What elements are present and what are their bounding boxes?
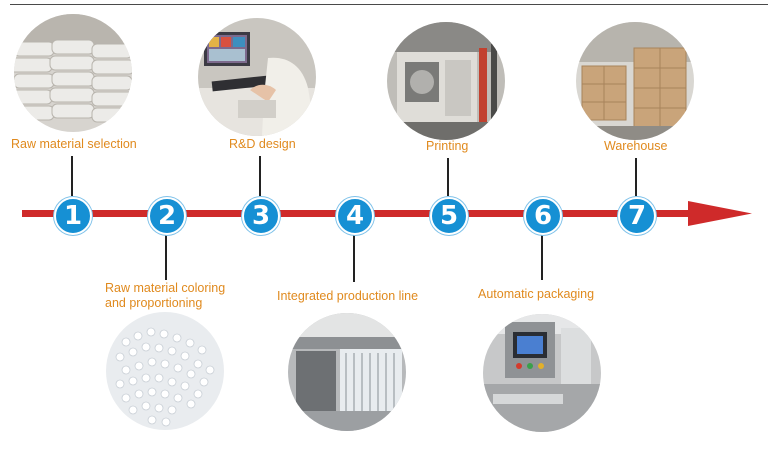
step-6-connector [541,234,543,280]
step-4-label: Integrated production line [277,289,419,303]
step-3-photo [198,18,316,136]
step-3-node: 3 [242,197,280,235]
top-divider [10,4,768,5]
step-1-connector [71,156,73,196]
step-7-label: Warehouse [604,139,668,153]
step-3-label: R&D design [229,137,296,151]
step-5-label: Printing [426,139,469,153]
step-1-label: Raw material selection [11,137,137,151]
step-2-connector [165,234,167,280]
step-7-node: 7 [618,197,656,235]
step-6-photo [483,314,601,432]
step-6-label: Automatic packaging [478,287,595,301]
timeline-arrow [22,201,752,226]
arrow-head-icon [688,201,752,226]
step-2-photo [106,312,224,430]
step-3-connector [259,156,261,196]
step-4-photo [288,313,406,431]
step-7-connector [635,158,637,196]
step-5-node: 5 [430,197,468,235]
step-5-photo [387,22,505,140]
step-1-photo [14,14,132,132]
step-2-label: Raw material coloring and proportioning [105,281,226,310]
step-4-node: 4 [336,197,374,235]
step-1-node: 1 [54,197,92,235]
step-6-node: 6 [524,197,562,235]
step-7-photo [576,22,694,140]
step-2-node: 2 [148,197,186,235]
step-5-connector [447,158,449,196]
step-4-connector [353,234,355,282]
